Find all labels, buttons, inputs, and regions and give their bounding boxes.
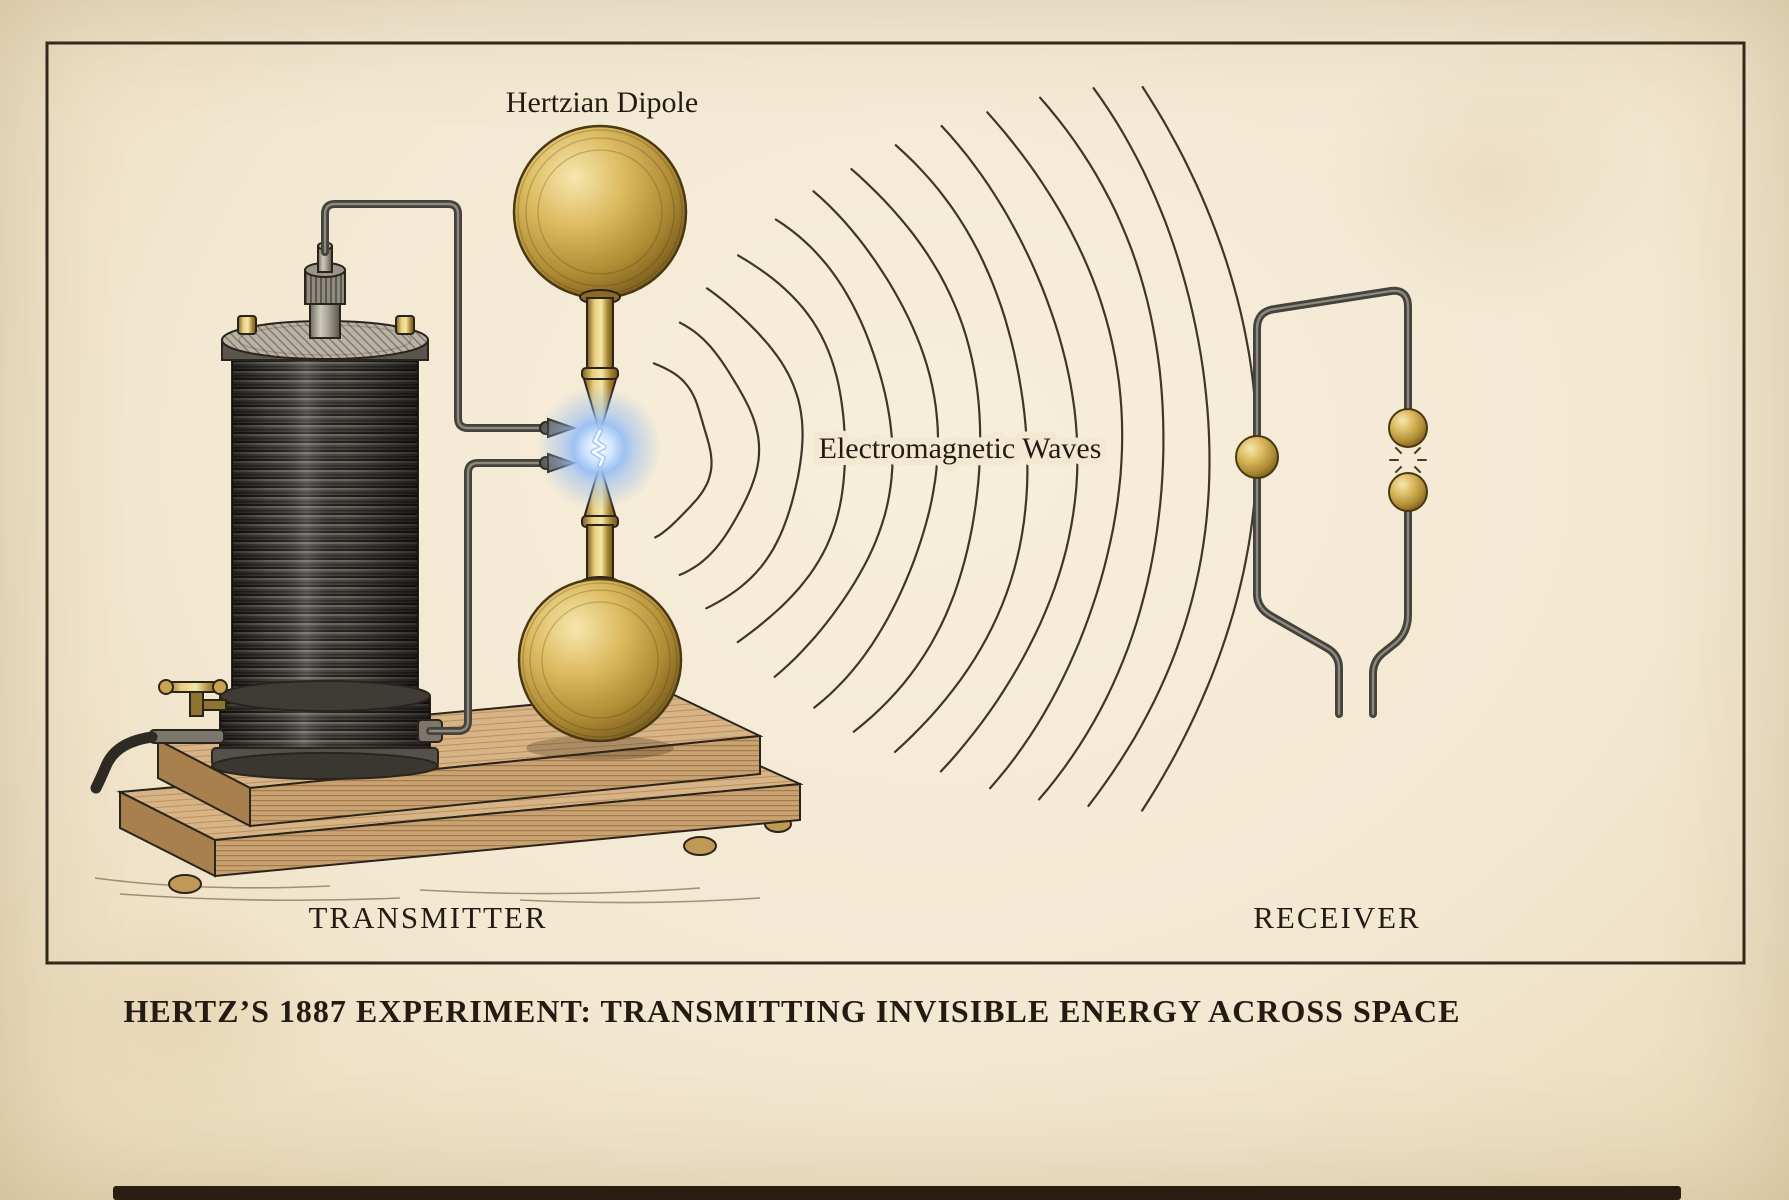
receiver-assembly [1235, 286, 1428, 718]
label-hertzian-dipole: Hertzian Dipole [506, 86, 698, 119]
receiver-spark-mark [1395, 466, 1402, 473]
spark-gap [537, 386, 661, 510]
induction-coil [90, 241, 443, 794]
receiver-spark-marks [1389, 447, 1427, 473]
coil-knob-base [309, 301, 341, 339]
labels: Hertzian Dipole Electromagnetic Waves TR… [124, 86, 1461, 1029]
wave-arc [850, 168, 982, 733]
label-electromagnetic-waves: Electromagnetic Waves [819, 432, 1102, 465]
dipole-ring-top [581, 367, 619, 380]
dipole-sphere-top [512, 124, 688, 300]
dipole-rod-bottom [586, 524, 614, 584]
caption-title: HERTZ’S 1887 EXPERIMENT: TRANSMITTING IN… [124, 993, 1461, 1029]
valve-stem [189, 691, 204, 717]
valve-handle-knob-left [158, 679, 174, 695]
label-transmitter: TRANSMITTER [309, 900, 548, 935]
receiver-loop-gap-side-highlight [1371, 506, 1410, 716]
receiver-resonator-sphere [1235, 435, 1279, 479]
hertzian-dipole [512, 124, 688, 760]
receiver-gap-sphere-bottom [1388, 472, 1428, 512]
wave-arc [773, 218, 894, 678]
coil-terminal-bolt-right [395, 315, 415, 335]
base-foot [683, 836, 717, 856]
wave-arc [652, 362, 713, 539]
wave-arc [736, 254, 847, 644]
dipole-sphere-bottom-shadow [526, 736, 674, 760]
wave-arc [893, 144, 1029, 753]
ground-line [119, 893, 401, 902]
base-foot [168, 874, 202, 894]
dipole-sphere-top-engraving [525, 137, 675, 287]
receiver-loop-gap-side [1369, 504, 1412, 718]
coil-collar-top [219, 680, 431, 712]
wave-arc [1037, 96, 1165, 801]
spark-bolt [591, 429, 606, 467]
frame-border [45, 41, 1746, 965]
receiver-gap-sphere-top [1388, 408, 1428, 448]
feed-pipe [149, 729, 225, 744]
ground-line [419, 887, 701, 895]
feed-hose [90, 731, 158, 794]
wave-arc [1087, 87, 1211, 807]
coil-terminal-bolt-left [237, 315, 257, 335]
wire-lower-highlight [428, 461, 547, 733]
ground-shading [94, 877, 761, 904]
dipole-sphere-bottom-engraving [529, 589, 671, 731]
wave-arc [705, 287, 804, 610]
label-receiver: RECEIVER [1253, 900, 1421, 935]
dipole-sphere-bottom-engraving [522, 582, 678, 738]
receiver-spark-mark [1414, 447, 1421, 454]
electromagnetic-waves [652, 85, 1258, 812]
dipole-rod-top [586, 297, 614, 373]
dipole-sphere-bottom [517, 577, 683, 743]
coil-body-shading [232, 350, 418, 702]
bottom-edge-strip [113, 1186, 1681, 1200]
wave-arc [812, 190, 940, 709]
transmitter-assembly [90, 124, 804, 904]
receiver-spark-mark [1414, 466, 1421, 473]
receiver-spark-mark [1395, 447, 1402, 454]
valve-handle-knob-right [212, 679, 228, 695]
base-upper-front [249, 734, 761, 828]
wire-upper-highlight [323, 202, 547, 430]
wave-arc [986, 111, 1124, 790]
wave-arc [939, 124, 1079, 773]
wave-arc [678, 321, 761, 576]
ground-line [94, 877, 331, 889]
base-lower-front [214, 782, 801, 878]
coil-base-bottom [211, 752, 439, 780]
dipole-sphere-top-engraving [537, 149, 663, 275]
dipole-sphere-bottom-engraving [541, 601, 659, 719]
ground-line [519, 897, 761, 904]
